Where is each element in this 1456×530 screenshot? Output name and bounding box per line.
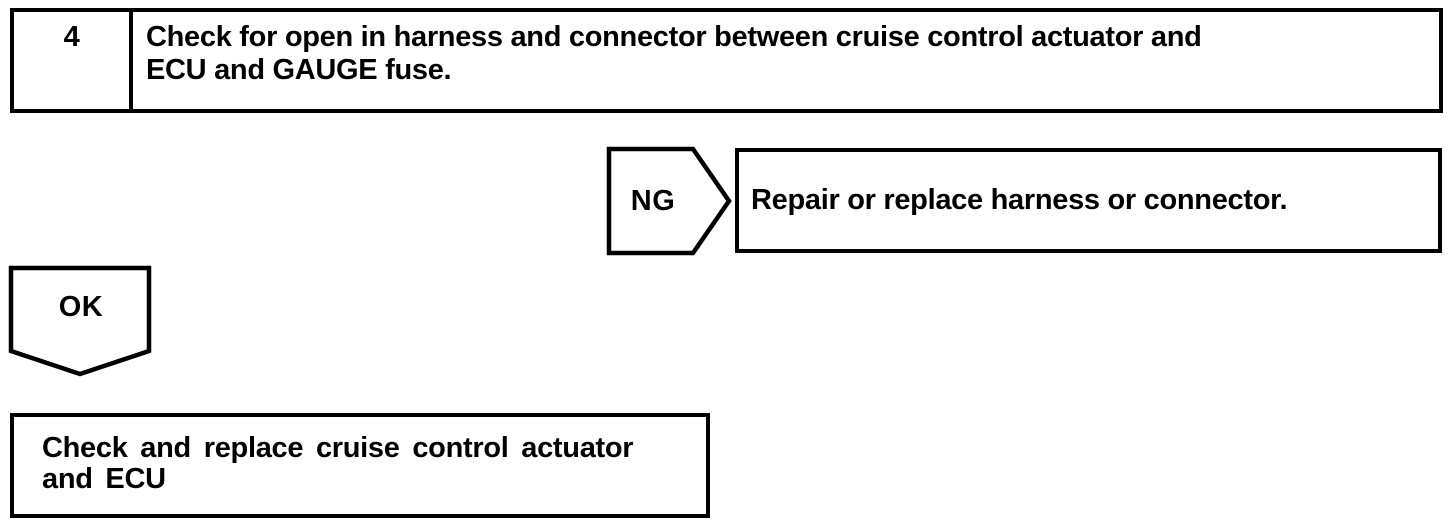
ok-result-line-1: Check and replace cruise control actuato… xyxy=(42,432,634,464)
ok-result-line-2: and ECU xyxy=(42,463,166,495)
step-instruction: Check for open in harness and connector … xyxy=(133,12,1212,109)
step-instruction-line-1: Check for open in harness and connector … xyxy=(146,21,1202,53)
step-number: 4 xyxy=(14,12,133,109)
ok-label: OK xyxy=(58,290,104,323)
ng-result-text: Repair or replace harness or connector. xyxy=(751,184,1288,216)
ng-pentagon-icon xyxy=(606,146,732,256)
ng-result-box: Repair or replace harness or connector. xyxy=(735,148,1442,253)
step-box: 4 Check for open in harness and connecto… xyxy=(10,8,1443,113)
ok-connector: OK xyxy=(7,264,155,378)
ok-result-box: Check and replace cruise control actuato… xyxy=(10,413,710,518)
ng-label: NG xyxy=(630,184,676,217)
step-instruction-line-2: ECU and GAUGE fuse. xyxy=(146,54,452,86)
ng-connector: NG xyxy=(605,144,733,258)
ok-pentagon-icon xyxy=(8,265,152,377)
